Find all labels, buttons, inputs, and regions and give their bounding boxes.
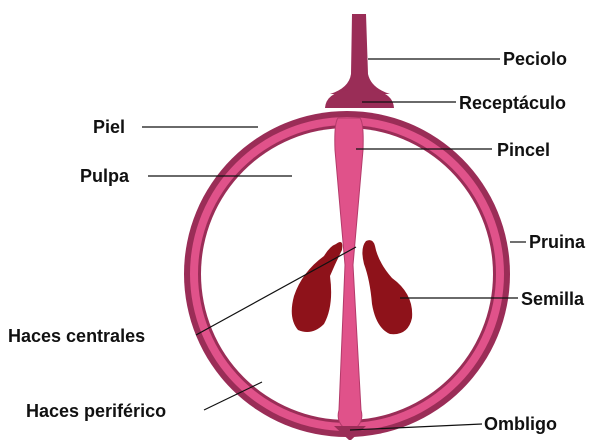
petiole [330, 14, 390, 94]
label-ombligo: Ombligo [484, 414, 557, 434]
label-piel: Piel [93, 117, 125, 137]
label-receptaculo: Receptáculo [459, 93, 566, 113]
label-peciolo: Peciolo [503, 49, 567, 69]
label-semilla: Semilla [521, 289, 585, 309]
label-haces-perifericos: Haces periférico [26, 401, 166, 421]
label-haces-centrales: Haces centrales [8, 326, 145, 346]
label-pruina: Pruina [529, 232, 586, 252]
label-pincel: Pincel [497, 140, 550, 160]
label-pulpa: Pulpa [80, 166, 130, 186]
